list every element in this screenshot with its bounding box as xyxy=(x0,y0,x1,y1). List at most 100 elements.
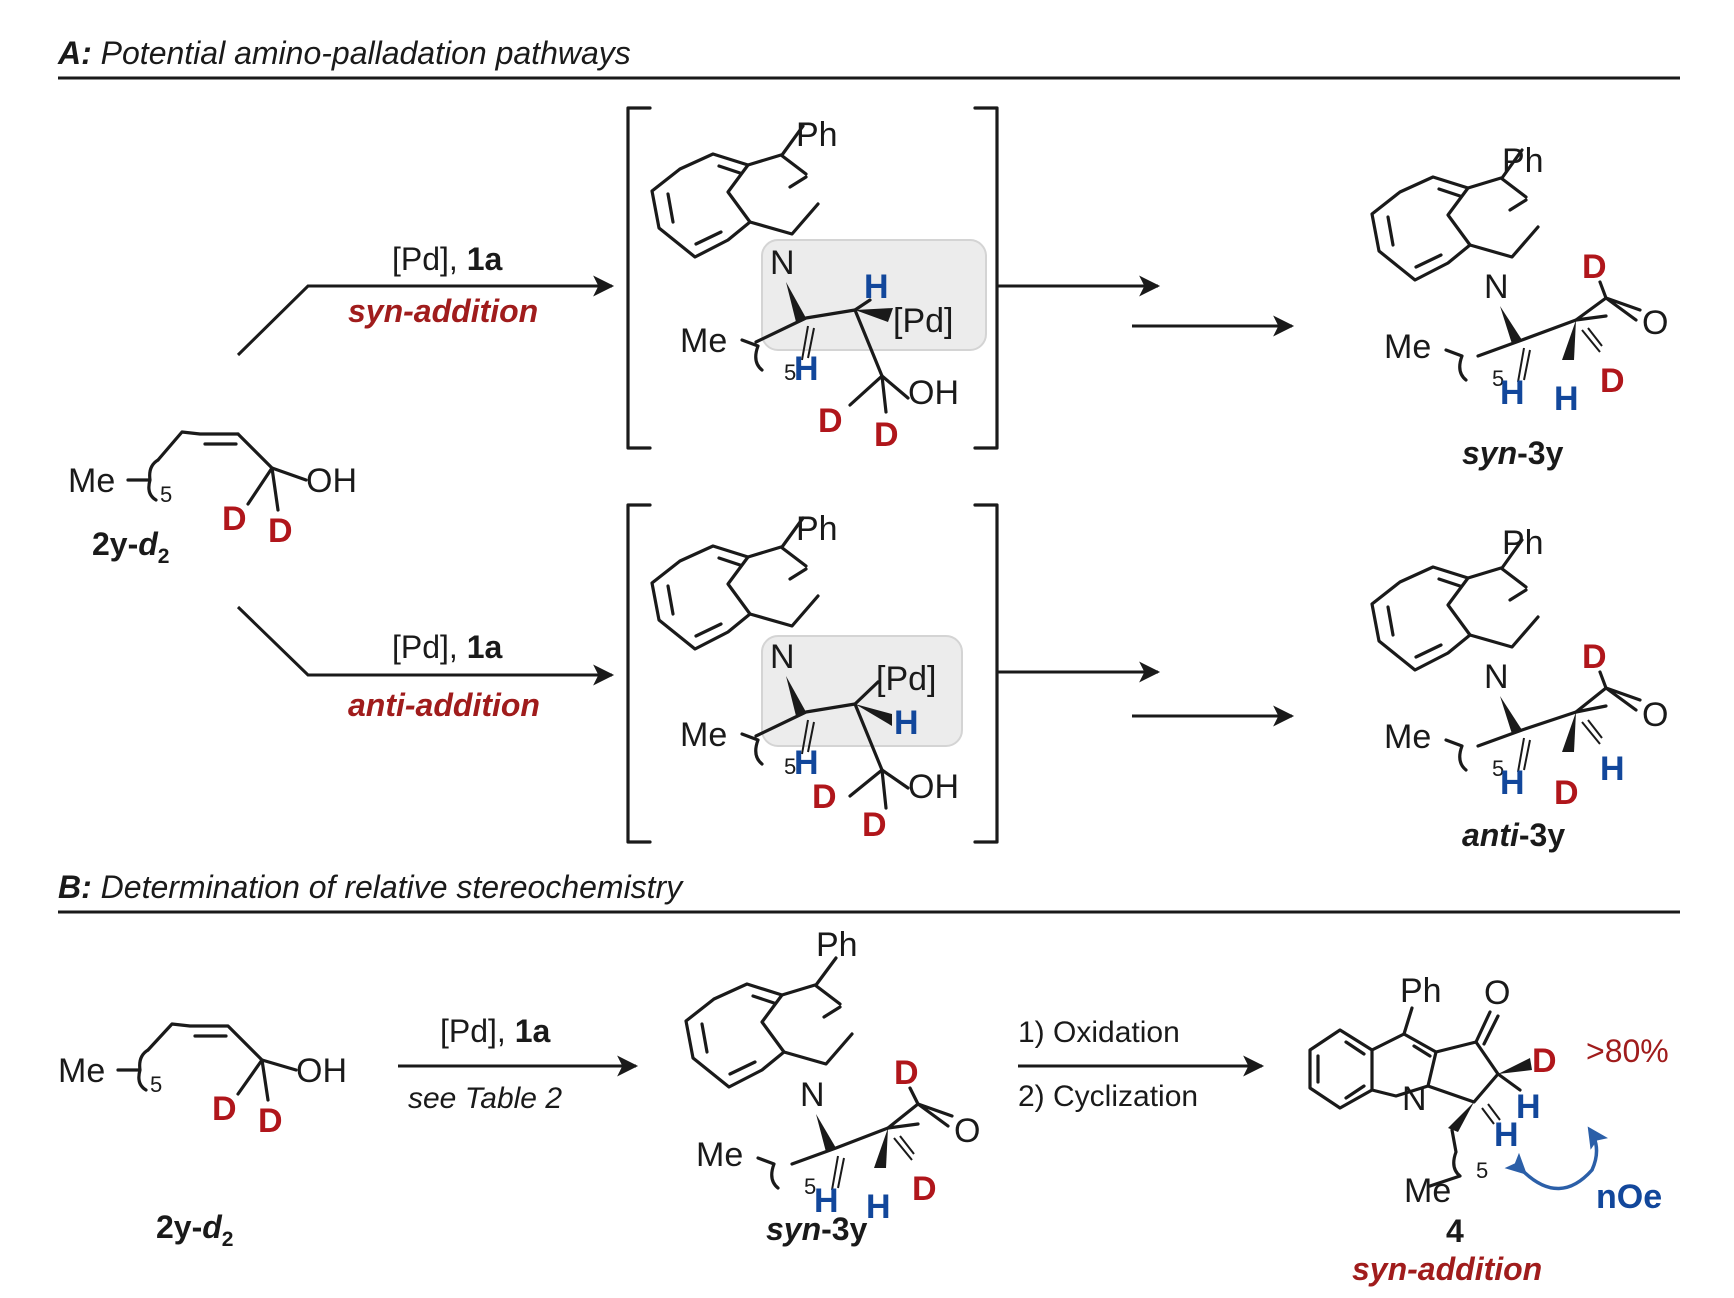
compound-4-label: 4 xyxy=(1446,1213,1464,1249)
start-material-label-b: 2y-d2 xyxy=(156,1209,233,1251)
svg-text:OH: OH xyxy=(908,374,959,412)
start-material-2y-d2-b: Me 5 OH D D 2y-d2 xyxy=(58,1022,347,1251)
syn-3y-label: syn-3y xyxy=(1462,435,1564,471)
noe-arrow xyxy=(1504,1126,1609,1191)
section-b-letter: B: xyxy=(58,869,92,905)
svg-text:H: H xyxy=(794,744,819,782)
svg-text:D: D xyxy=(818,402,843,440)
syn-3y-product-b: Ph N Me 5 H O D H D syn-3y xyxy=(684,926,980,1247)
svg-text:OH: OH xyxy=(296,1052,347,1090)
svg-text:D: D xyxy=(912,1170,937,1208)
svg-text:Ph: Ph xyxy=(816,926,858,964)
svg-text:D: D xyxy=(212,1090,237,1128)
svg-text:Me: Me xyxy=(1384,328,1431,366)
anti-3y-label: anti-3y xyxy=(1462,817,1565,853)
svg-text:D: D xyxy=(1554,774,1579,812)
svg-text:5: 5 xyxy=(784,360,796,385)
section-a-header: A: Potential amino-palladation pathways xyxy=(57,35,631,71)
svg-text:5: 5 xyxy=(1476,1158,1488,1183)
svg-text:5: 5 xyxy=(804,1174,816,1199)
svg-text:H: H xyxy=(1494,1116,1519,1154)
svg-text:5: 5 xyxy=(160,482,172,507)
compound-4: Ph O N D >80% H H 5 Me nOe 4 syn-additio… xyxy=(1308,972,1669,1287)
svg-text:Ph: Ph xyxy=(1502,142,1544,180)
svg-text:D: D xyxy=(1600,362,1625,400)
svg-text:Ph: Ph xyxy=(1400,972,1442,1010)
anti-addition-label: anti-addition xyxy=(348,687,540,723)
svg-text:D: D xyxy=(1582,248,1607,286)
svg-text:D: D xyxy=(1532,1042,1557,1080)
svg-text:N: N xyxy=(770,638,795,676)
syn-addition-label: syn-addition xyxy=(348,293,538,329)
svg-text:O: O xyxy=(1642,696,1668,734)
compound-4-mode: syn-addition xyxy=(1352,1251,1542,1287)
start-material-label: 2y-d2 xyxy=(92,526,169,568)
anti-pathway-arrow xyxy=(236,605,615,686)
svg-text:H: H xyxy=(1516,1088,1541,1126)
svg-text:D: D xyxy=(812,778,837,816)
svg-text:D: D xyxy=(894,1054,919,1092)
svg-text:[Pd]: [Pd] xyxy=(876,660,936,698)
anti-3y-product: Ph N Me 5 H O D D H anti-3y xyxy=(1370,524,1668,853)
svg-text:Me: Me xyxy=(58,1052,105,1090)
svg-text:Me: Me xyxy=(680,716,727,754)
svg-text:5: 5 xyxy=(1492,366,1504,391)
svg-text:[Pd]: [Pd] xyxy=(893,302,953,340)
svg-text:Me: Me xyxy=(1384,718,1431,756)
syn-reagents: [Pd], 1a xyxy=(392,241,503,277)
svg-text:H: H xyxy=(794,350,819,388)
svg-text:H: H xyxy=(1500,764,1525,802)
svg-text:D: D xyxy=(258,1102,283,1140)
anti-intermediate: Ph N Me 5 H [Pd] H OH D D xyxy=(626,503,999,844)
svg-text:D: D xyxy=(222,500,247,538)
svg-text:5: 5 xyxy=(1492,756,1504,781)
svg-text:O: O xyxy=(1484,974,1510,1012)
svg-text:Me: Me xyxy=(680,322,727,360)
svg-text:D: D xyxy=(268,512,293,550)
section-b-title: Determination of relative stereochemistr… xyxy=(101,869,685,905)
syn-pathway-arrow xyxy=(236,275,615,357)
svg-text:Me: Me xyxy=(696,1136,743,1174)
svg-text:H: H xyxy=(1554,380,1579,418)
deuteration-level: >80% xyxy=(1586,1033,1669,1069)
anti-reagents: [Pd], 1a xyxy=(392,629,503,665)
svg-text:Ph: Ph xyxy=(796,116,838,154)
me-label: Me xyxy=(68,462,115,500)
step-b1-reagents: [Pd], 1a xyxy=(440,1013,551,1049)
svg-text:H: H xyxy=(864,268,889,306)
svg-text:N: N xyxy=(770,244,795,282)
svg-text:H: H xyxy=(1500,374,1525,412)
syn-3y-product: Ph N Me 5 H O D H D syn-3y xyxy=(1370,142,1668,471)
step-cyclization-label: 2) Cyclization xyxy=(1018,1080,1198,1113)
svg-text:H: H xyxy=(1600,750,1625,788)
svg-text:D: D xyxy=(1582,638,1607,676)
section-a-title: Potential amino-palladation pathways xyxy=(101,35,631,71)
svg-text:N: N xyxy=(1484,658,1509,696)
svg-text:N: N xyxy=(800,1076,825,1114)
syn-intermediate: Ph N Me 5 H [Pd] H OH D D xyxy=(626,106,999,454)
svg-text:5: 5 xyxy=(150,1072,162,1097)
step-oxidation-label: 1) Oxidation xyxy=(1018,1016,1180,1049)
start-material-2y-d2: Me 5 OH D D 2y-d2 xyxy=(68,430,357,568)
svg-text:D: D xyxy=(862,806,887,844)
svg-text:D: D xyxy=(874,416,899,454)
svg-text:Ph: Ph xyxy=(796,510,838,548)
svg-text:N: N xyxy=(1484,268,1509,306)
svg-text:O: O xyxy=(1642,304,1668,342)
see-table-label: see Table 2 xyxy=(408,1082,562,1115)
svg-text:5: 5 xyxy=(784,754,796,779)
svg-text:H: H xyxy=(866,1188,891,1226)
svg-text:Ph: Ph xyxy=(1502,524,1544,562)
svg-text:Me: Me xyxy=(1404,1172,1451,1210)
syn-3y-label-b: syn-3y xyxy=(766,1211,868,1247)
noe-label: nOe xyxy=(1596,1178,1662,1216)
svg-text:OH: OH xyxy=(908,768,959,806)
section-b-header: B: Determination of relative stereochemi… xyxy=(58,869,684,905)
svg-text:OH: OH xyxy=(306,462,357,500)
section-a-letter: A: xyxy=(57,35,92,71)
svg-text:N: N xyxy=(1402,1080,1427,1118)
svg-text:H: H xyxy=(814,1182,839,1220)
svg-text:H: H xyxy=(894,704,919,742)
svg-text:O: O xyxy=(954,1112,980,1150)
